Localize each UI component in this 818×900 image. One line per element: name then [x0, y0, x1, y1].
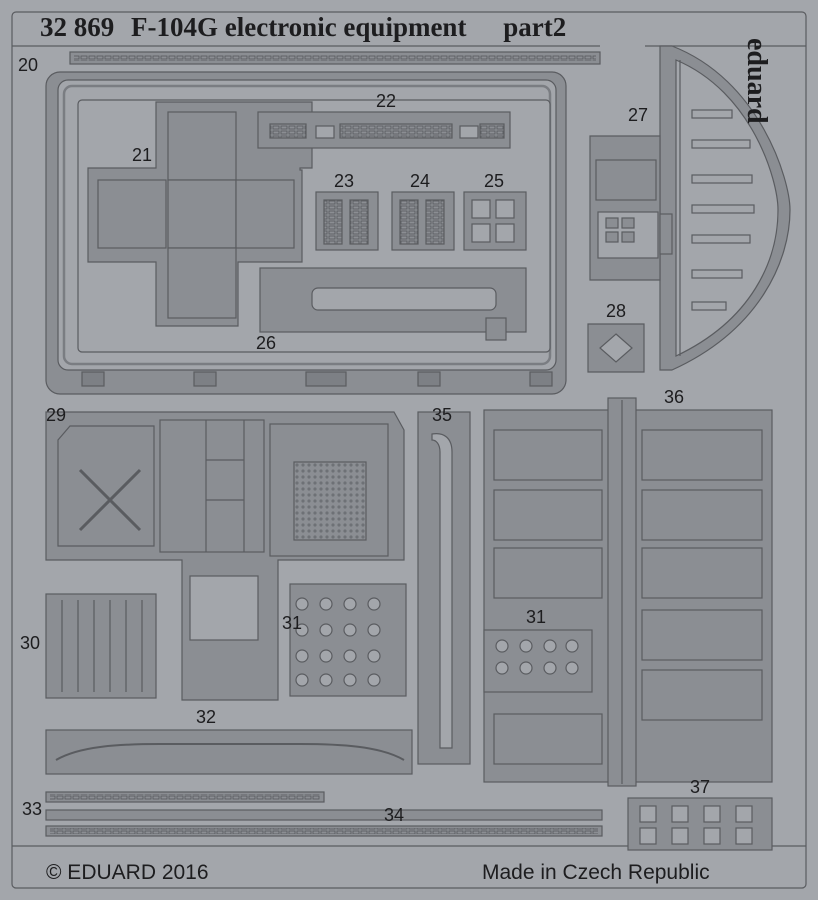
part-number-24: 24 — [410, 171, 431, 191]
part-number-32: 32 — [196, 707, 217, 727]
copyright-text: © EDUARD 2016 — [46, 861, 209, 884]
part-31-right — [483, 629, 593, 693]
part-24 — [391, 191, 455, 251]
part-25 — [463, 191, 527, 251]
part-number-34: 34 — [384, 805, 405, 825]
part-20 — [69, 51, 601, 65]
part-number-20: 20 — [18, 55, 39, 75]
sheet-title: 32 869 F-104G electronic equipment part2 — [40, 14, 576, 41]
part-number-23: 23 — [334, 171, 355, 191]
part-number-31-right: 31 — [526, 607, 547, 627]
part-33 — [45, 791, 325, 803]
part-32 — [45, 729, 413, 775]
part-36 — [483, 397, 773, 787]
part-number-26: 26 — [256, 333, 277, 353]
part-31-left — [289, 583, 407, 697]
origin-text: Made in Czech Republic — [482, 861, 710, 884]
part-label: part2 — [503, 12, 567, 42]
part-21 — [87, 101, 313, 327]
part-37 — [627, 797, 773, 851]
part-number-28: 28 — [606, 301, 627, 321]
part-34 — [45, 809, 603, 837]
part-number-22: 22 — [376, 91, 397, 111]
part-number-35: 35 — [432, 405, 453, 425]
part-number-21: 21 — [132, 145, 153, 165]
part-28 — [587, 323, 645, 373]
part-number-37: 37 — [690, 777, 711, 797]
catalog-number: 32 869 — [40, 12, 115, 42]
part-number-29: 29 — [46, 405, 67, 425]
part-27 — [589, 45, 791, 371]
part-29 — [45, 411, 405, 701]
part-30 — [45, 593, 157, 699]
brand-logo-text: eduard — [741, 38, 772, 124]
part-number-33: 33 — [22, 799, 43, 819]
part-number-25: 25 — [484, 171, 505, 191]
part-number-27: 27 — [628, 105, 649, 125]
part-26 — [259, 267, 527, 341]
part-22 — [257, 111, 511, 149]
title-text: F-104G electronic equipment — [131, 12, 467, 42]
part-35 — [417, 411, 471, 765]
part-23 — [315, 191, 379, 251]
part-number-30: 30 — [20, 633, 41, 653]
part-number-36: 36 — [664, 387, 685, 407]
part-number-31-left: 31 — [282, 613, 303, 633]
